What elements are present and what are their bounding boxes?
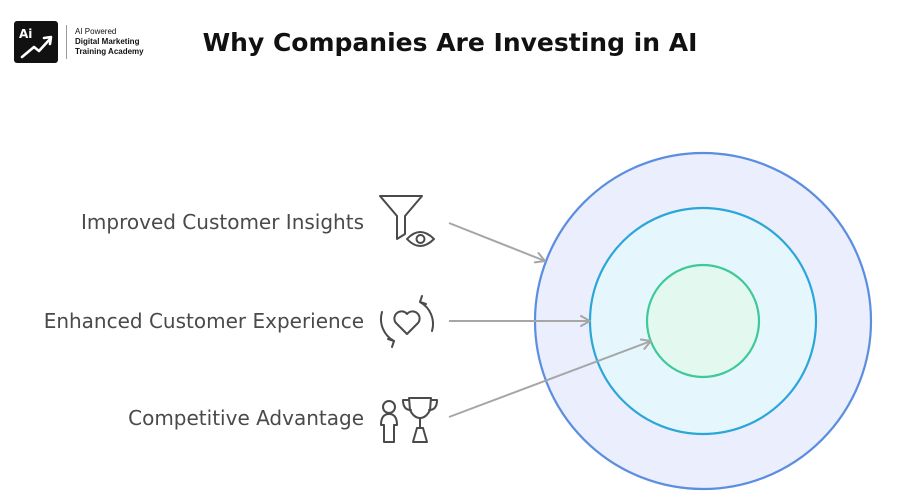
funnel-eye-icon (379, 195, 435, 247)
logo-line-3: Training Academy (75, 47, 144, 56)
heart-cycle-icon (379, 295, 435, 348)
person-trophy-icon (380, 397, 438, 443)
inner-circle (645, 263, 761, 379)
page-title: Why Companies Are Investing in AI (202, 28, 698, 57)
arrow-competitive-advantage (448, 338, 652, 418)
label-customer-experience: Enhanced Customer Experience (43, 309, 364, 333)
arrow-customer-insights (448, 222, 546, 264)
logo-mark-icon: Ai (14, 21, 58, 63)
brand-logo: Ai AI Powered Digital Marketing Training… (14, 21, 144, 63)
logo-mark-text: Ai (19, 27, 32, 41)
logo-divider (66, 25, 67, 59)
logo-line-2: Digital Marketing (75, 37, 140, 46)
logo-text: AI Powered Digital Marketing Training Ac… (75, 27, 144, 57)
logo-line-1: AI Powered (75, 27, 117, 36)
label-competitive-advantage: Competitive Advantage (128, 406, 364, 430)
label-customer-insights: Improved Customer Insights (81, 210, 364, 234)
